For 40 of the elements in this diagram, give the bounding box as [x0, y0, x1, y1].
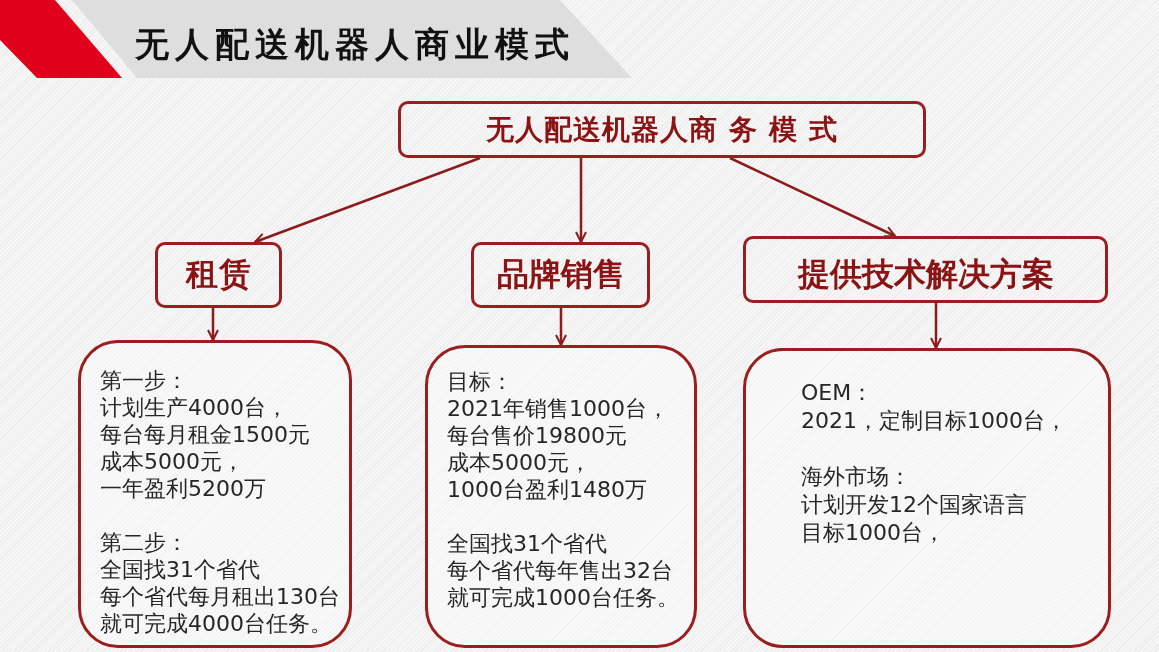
detail-text: 计划开发12个国家语言	[801, 491, 1027, 519]
detail-text: 1000台盈利1480万	[447, 476, 647, 503]
arrow	[930, 303, 942, 349]
detail-text: 每台每月租金1500元	[100, 421, 310, 448]
detail-text: 就可完成4000台任务。	[100, 610, 332, 637]
arrow	[207, 308, 219, 341]
category-box	[471, 242, 650, 308]
category-label: 品牌销售	[496, 254, 625, 295]
detail-text: 成本5000元，	[447, 449, 591, 476]
detail-text: 目标1000台，	[801, 519, 945, 547]
arrow	[254, 156, 481, 245]
detail-text: 目标：	[447, 368, 513, 395]
category-label: 提供技术解决方案	[797, 253, 1054, 295]
heading-text: 无人配送机器人商 务 模 式	[486, 111, 838, 148]
arrow	[575, 158, 587, 243]
detail-card	[743, 348, 1111, 648]
detail-text: 每个省代每月租出130台	[100, 583, 340, 610]
detail-card	[425, 345, 697, 648]
detail-text: 全国找31个省代	[447, 530, 607, 557]
detail-text: 计划生产4000台，	[100, 394, 288, 421]
arrow	[729, 156, 896, 238]
detail-text: 每台售价19800元	[447, 422, 627, 449]
category-box	[155, 242, 282, 308]
model-box	[398, 101, 926, 158]
detail-text: 成本5000元，	[100, 448, 244, 475]
detail-text: 一年盈利5200万	[100, 475, 266, 502]
detail-text: 第二步：	[100, 529, 188, 556]
detail-text: 就可完成1000台任务。	[447, 584, 679, 611]
detail-text: 2021年销售1000台，	[447, 395, 669, 422]
category-box	[743, 236, 1108, 303]
detail-text: 每个省代每年售出32台	[447, 557, 673, 584]
detail-text: 全国找31个省代	[100, 556, 260, 583]
detail-text: 2021，定制目标1000台，	[801, 407, 1067, 435]
arrow	[555, 308, 567, 346]
detail-text: OEM：	[801, 379, 874, 407]
detail-text: 海外市场：	[801, 463, 911, 491]
detail-card	[78, 340, 352, 648]
detail-text: 第一步：	[100, 367, 188, 394]
page-title: 无人配送机器人商业模式	[135, 23, 575, 66]
category-label: 租赁	[185, 254, 252, 295]
